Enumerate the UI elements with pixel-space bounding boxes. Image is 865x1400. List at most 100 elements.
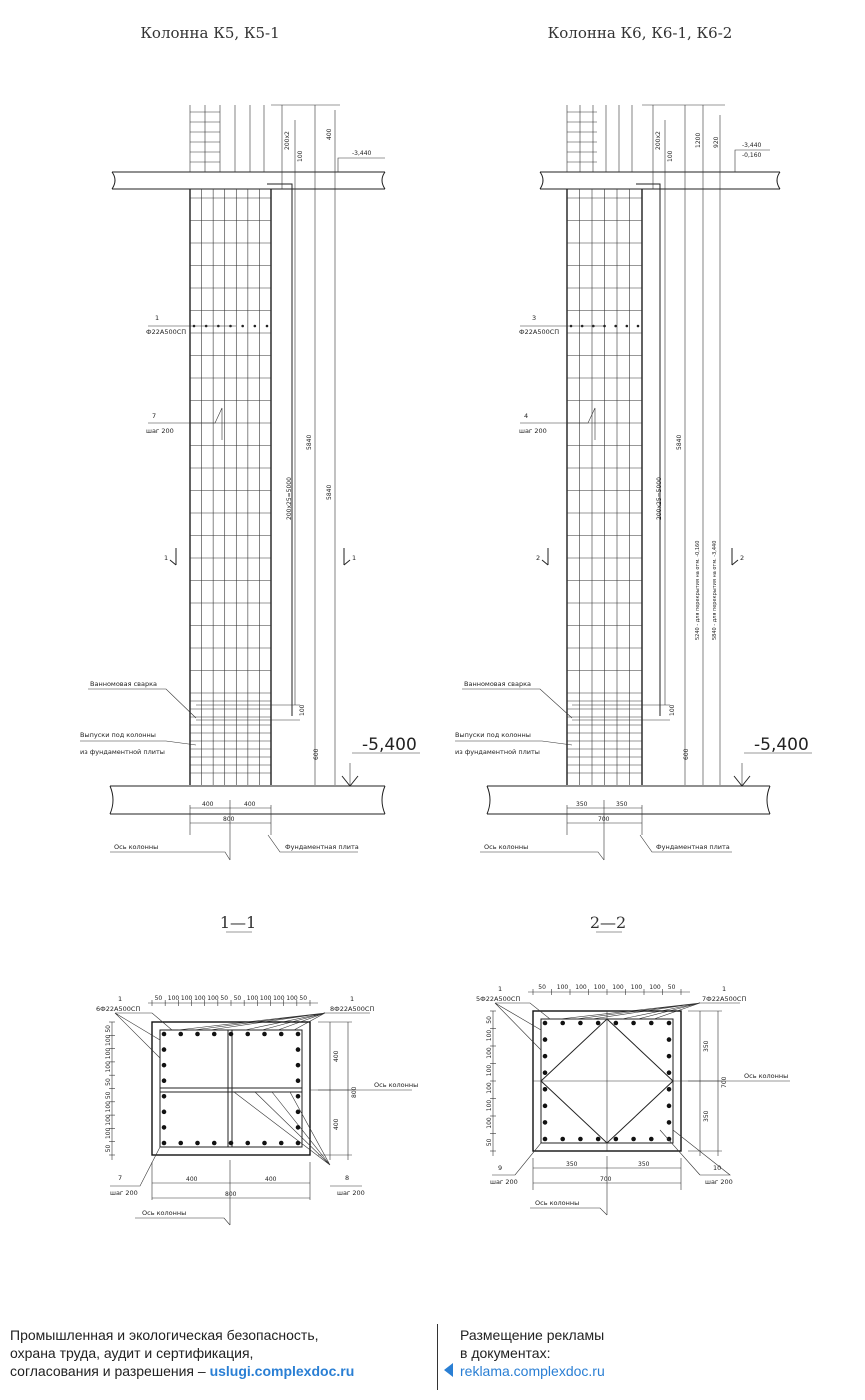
section-2-axis-label-v: Ось колонны [535,1199,579,1207]
left-dim-100: 100 [297,150,304,162]
section-1-bars [161,1031,301,1146]
section-1-stirrup-left-step: шаг 200 [110,1189,138,1197]
section-2-top-dim-value: 100 [649,984,661,991]
left-stirrup-mark: 7 [152,412,156,420]
section-2-bar [666,1037,672,1042]
title-right: Колонна К6, К6-1, К6-2 [548,24,733,42]
right-dim-k61: 5240 - для перекрытия на отм. -0,160 [695,541,701,640]
section-1-top-dim-value: 100 [286,995,298,1002]
section-1-stirrup-right-step: шаг 200 [337,1189,365,1197]
section-1-bar [295,1031,301,1037]
section-2-bar [542,1086,548,1092]
section-1-rebar-right-leader [177,1012,370,1031]
left-dim-5840: 5840 [306,435,313,450]
right-release-label-1: Выпуски под колонны [455,731,531,739]
section-1-cross-ties [160,1030,302,1147]
section-2-bar [666,1136,672,1142]
section-1-left-dim-value: 100 [105,1101,112,1113]
section-2-top-dim-value: 100 [612,984,624,991]
section-1-bar [295,1062,301,1068]
section-1-stirrup-right-mark: 8 [345,1174,349,1182]
section-2-bar [542,1020,548,1026]
section-2-bar [542,1037,548,1042]
section-1-left-dim-value: 50 [105,1078,112,1086]
right-base-level: -5,400 [754,735,809,755]
left-column-outline [189,189,272,785]
section-1-top-dim-value: 50 [220,995,228,1002]
section-2-left-dim-value: 100 [486,1082,493,1094]
section-1-bar [278,1031,284,1037]
left-release-leader [80,740,197,746]
section-2-bar [560,1136,566,1142]
section-1-axis-label-h: Ось колонны [374,1081,418,1089]
section-1-top-dim-value: 100 [260,995,272,1002]
left-rebar-mark: 1 [155,314,159,322]
section-1-right-total: 800 [351,1086,358,1098]
left-section-mark-right-label: 1 [352,554,356,562]
section-2-top-dim-value: 50 [538,984,546,991]
right-slab-break-left [539,171,544,190]
right-dim-200x2: 200х2 [655,131,662,150]
right-rebar-mark: 3 [532,314,536,322]
section-1-rebar-left-mark: 1 [118,995,122,1003]
section-2-top-dim-value: 50 [668,984,676,991]
left-section-mark-left-label: 1 [164,554,168,562]
right-section-mark-left [541,548,549,566]
section-2-bar [666,1053,672,1059]
right-plate-break-right [766,785,771,815]
right-vertical-bars [566,189,643,785]
right-section-mark-right [731,548,739,566]
section-1-left-dim-value: 50 [105,1091,112,1099]
section-1-bar [195,1140,200,1146]
left-column-elevation: 200х2 100 400 -3,440 1 Ф22А500СП 7 шаг 2… [80,104,420,861]
section-2-right-lower: 350 [703,1110,710,1122]
left-slab-level-leader [337,157,385,172]
section-1-label: 1—1 [220,913,256,932]
left-top-stirrups [190,111,220,163]
right-weld-leader [462,688,573,719]
right-cage-right-edge [636,183,661,716]
footer-right-link[interactable]: reklama.complexdoc.ru [460,1363,605,1379]
section-1-bar [195,1031,200,1037]
left-stirrup-step: шаг 200 [146,427,174,435]
section-2-bar [578,1136,583,1142]
section-1-bar [161,1078,167,1084]
left-bar-dot [265,324,269,328]
section-1-stirrup-left-mark: 7 [118,1174,122,1182]
title-left: Колонна К5, К5-1 [140,24,279,42]
left-weld-dim: 100 [299,704,306,716]
footer-left-link[interactable]: uslugi.complexdoc.ru [209,1363,355,1379]
section-1-top-dim-value: 100 [247,995,259,1002]
triangle-left-icon [444,1363,453,1377]
section-1-bar [295,1093,301,1099]
section-1-bar [228,1031,234,1037]
left-stirrup-note-leader [148,407,223,440]
footer-right-block: Размещение рекламы в документах: reklama… [460,1326,760,1380]
right-section-mark-right-label: 2 [740,554,744,562]
right-dim-920: 920 [713,136,720,148]
right-rebar-bars: Ф22А500СП [519,328,559,336]
left-base-level: -5,400 [362,735,417,755]
footer-separator [437,1324,438,1390]
left-axis-leader [110,851,231,861]
right-slab-level-2: -0,160 [742,152,762,159]
section-2-bar [542,1103,548,1109]
section-1-right-lower: 400 [333,1118,340,1130]
section-2-left-dim-value: 100 [486,1030,493,1042]
left-axis-label: Ось колонны [114,843,158,851]
section-1-bar [161,1047,167,1052]
section-1-top-dim-value: 100 [273,995,285,1002]
section-1-bar [295,1078,301,1084]
section-1-bar [161,1109,167,1115]
section-1-left-dim-value: 100 [105,1061,112,1073]
section-2-left-dim-value: 50 [486,1016,493,1024]
right-dim-5840: 5840 [676,435,683,450]
right-dimension-lines [652,105,721,785]
section-2-bar [666,1103,672,1109]
left-plate-break-right [381,785,386,815]
left-plate-break-left [109,785,114,815]
footer-left-line2: охрана труда, аудит и сертификация, [10,1345,254,1361]
